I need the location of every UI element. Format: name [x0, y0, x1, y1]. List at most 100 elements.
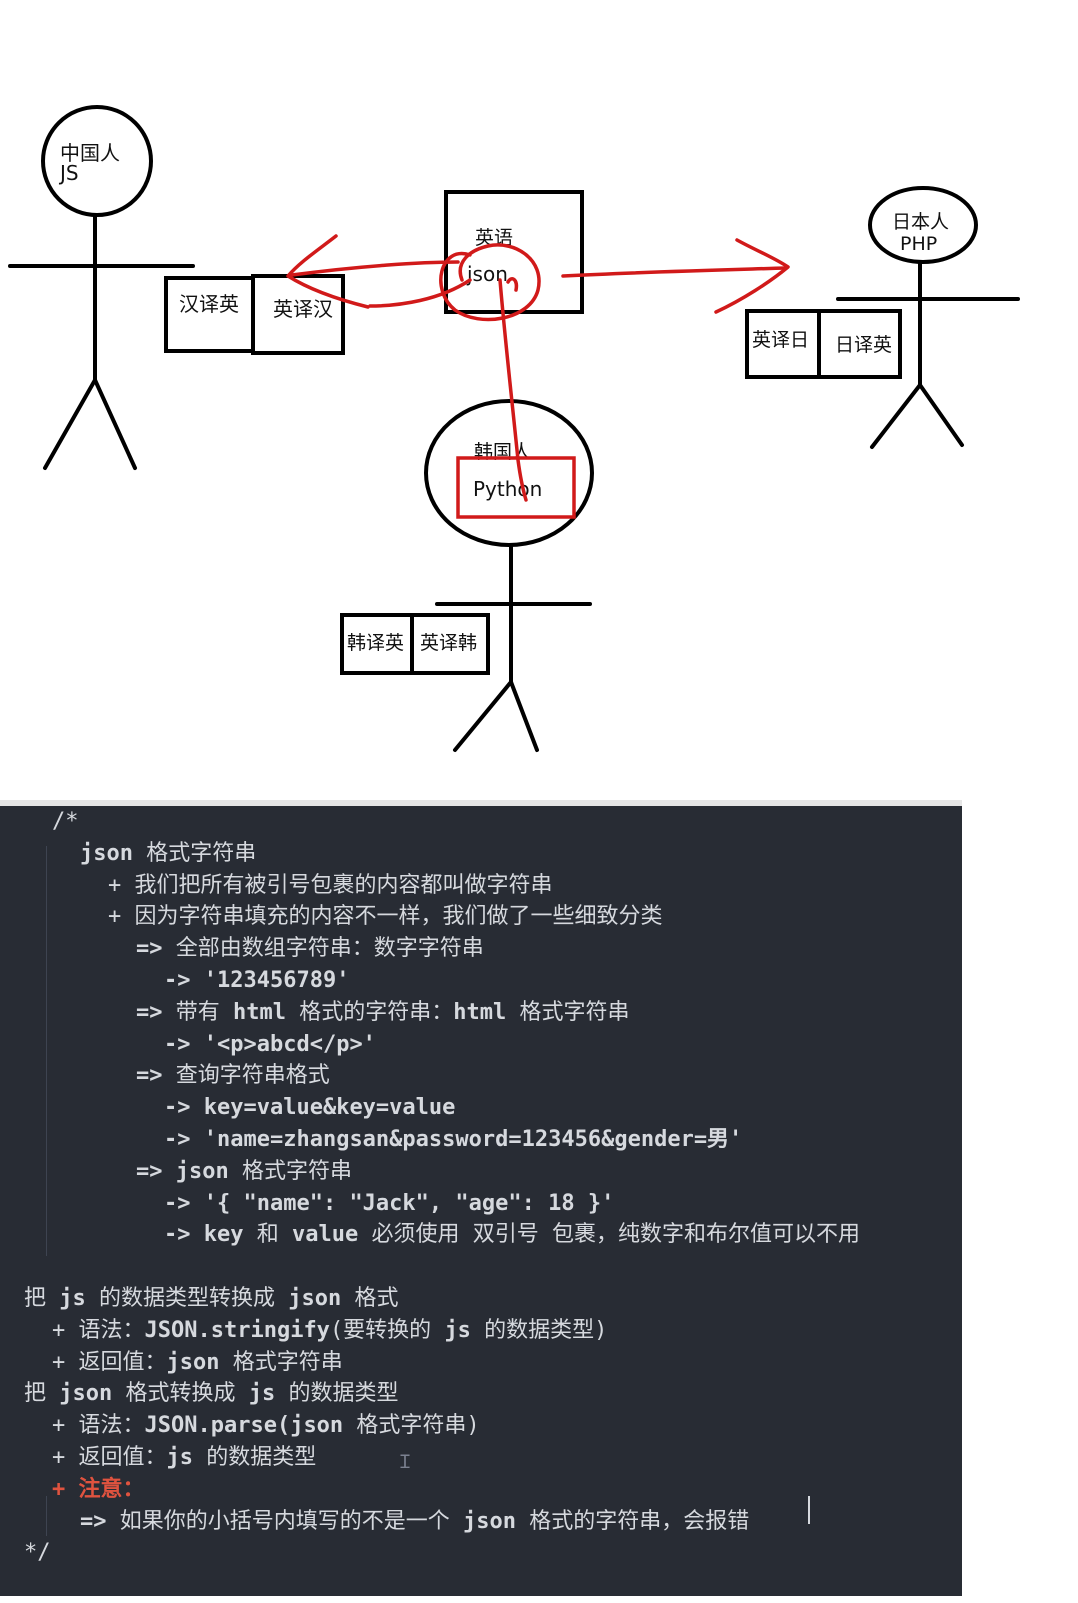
code-line: + 语法：JSON.parse(json 格式字符串) [52, 1410, 480, 1442]
code-line: -> 'name=zhangsan&password=123456&gender… [164, 1124, 742, 1156]
editor-top-strip [0, 800, 962, 808]
code-token: 查询字符串格式 [162, 1063, 330, 1089]
bottom-person-language: Python [473, 477, 542, 501]
code-line: => 带有 html 格式的字符串：html 格式字符串 [136, 997, 629, 1029]
code-token: '123456789' [190, 968, 350, 993]
code-token: 的数据类型 [275, 1381, 399, 1407]
right-box-2-label: 日译英 [835, 334, 892, 356]
code-line: => json 格式字符串 [136, 1156, 352, 1188]
code-token: 格式字符串 [228, 1158, 352, 1184]
code-line: json 格式字符串 [80, 838, 256, 870]
code-line: */ [24, 1537, 51, 1569]
code-token: json [162, 1158, 229, 1184]
code-token: 的数据类型 [193, 1445, 317, 1470]
left-person-label-1: 中国人 [60, 141, 120, 165]
code-token: 'name=zhangsan&password=123456&gender=男' [190, 1127, 743, 1152]
code-token: + 因为字符串填充的内容不一样，我们做了一些细致分类 [108, 904, 663, 930]
code-token: js [248, 1381, 276, 1407]
code-token: -> [164, 1127, 191, 1152]
code-token: js [166, 1445, 194, 1470]
code-token: js [444, 1317, 471, 1343]
code-token: 必须使用 双引号 包裹，纯数字和布尔值可以不用 [358, 1222, 860, 1248]
code-line: => 查询字符串格式 [136, 1060, 330, 1092]
code-line: + 我们把所有被引号包裹的内容都叫做字符串 [108, 870, 553, 902]
code-token: js [59, 1286, 86, 1311]
code-line: -> '123456789' [164, 965, 349, 997]
bottom-translation-boxes: 韩译英 英译韩 [340, 613, 490, 675]
code-token: + 语法： [52, 1317, 145, 1343]
code-line: + 注意： [52, 1474, 145, 1506]
code-token: => [136, 1158, 163, 1184]
code-token: /* [52, 809, 79, 834]
left-person-figure: 中国人 JS [8, 105, 195, 470]
code-token: json [59, 1381, 113, 1407]
code-token: 格式字符串 [132, 840, 257, 866]
code-token: => [136, 936, 163, 962]
left-person-label-2: JS [58, 161, 79, 185]
right-person-label-2: PHP [900, 233, 937, 255]
code-line: + 因为字符串填充的内容不一样，我们做了一些细致分类 [108, 901, 663, 933]
right-person-head [868, 186, 978, 264]
code-line: -> '{ "name": "Jack", "age": 18 }' [164, 1188, 614, 1220]
red-annotations [286, 234, 790, 502]
code-token: => [136, 999, 163, 1025]
code-token: 格式字符串) [343, 1413, 480, 1439]
code-token: json [80, 840, 133, 866]
right-person-figure: 日本人 PHP [836, 186, 1020, 449]
code-token: JSON.parse(json [144, 1413, 344, 1439]
code-line: => 如果你的小括号内填写的不是一个 json 格式的字符串，会报错 [80, 1506, 749, 1538]
code-token: 带有 [162, 999, 233, 1025]
code-token: JSON.stringify [144, 1317, 330, 1343]
code-line: -> key=value&key=value [164, 1092, 455, 1124]
code-line: -> key 和 value 必须使用 双引号 包裹，纯数字和布尔值可以不用 [164, 1219, 860, 1251]
code-token: json [288, 1286, 342, 1311]
code-token: html [453, 999, 507, 1025]
code-token: -> [164, 968, 191, 993]
left-translation-boxes: 汉译英 英译汉 [164, 274, 345, 355]
left-box-2-label: 英译汉 [273, 297, 333, 321]
code-token: 格式转换成 [112, 1381, 249, 1407]
code-token: 把 [24, 1381, 60, 1407]
code-token: => [136, 1063, 163, 1089]
bottom-box-2-label: 英译韩 [420, 632, 477, 654]
code-token: + 返回值： [52, 1349, 167, 1375]
code-token: 格式的字符串，会报错 [515, 1508, 750, 1534]
bottom-person-head [424, 399, 594, 547]
bottom-person-figure: 韩国人 Python [424, 399, 594, 752]
code-editor[interactable]: /*json 格式字符串+ 我们把所有被引号包裹的内容都叫做字符串+ 因为字符串… [0, 806, 962, 1596]
center-box-label-1: 英语 [475, 227, 513, 249]
code-token: + 注意： [52, 1476, 145, 1502]
bottom-box-1-label: 韩译英 [347, 632, 404, 654]
code-line: + 返回值：json 格式字符串 [52, 1347, 343, 1379]
code-token: -> [164, 1095, 191, 1121]
code-token: 如果你的小括号内填写的不是一个 [106, 1508, 463, 1534]
code-token: + 语法： [52, 1413, 145, 1439]
code-token: 格式 [341, 1286, 399, 1311]
code-token: 的数据类型) [470, 1317, 608, 1343]
indent-guide [46, 846, 47, 1256]
right-translation-boxes: 英译日 日译英 [745, 309, 902, 379]
center-box: 英语 json [444, 190, 584, 314]
code-token: key=value&key=value [190, 1095, 456, 1121]
code-token: 和 [243, 1222, 292, 1248]
code-token: html [233, 999, 286, 1025]
code-token: '<p>abcd</p>' [190, 1031, 376, 1057]
translation-diagram: .blk { stroke:#000; stroke-width:4; fill… [8, 105, 1020, 752]
code-token: 格式字符串 [506, 999, 630, 1025]
code-token: -> [164, 1190, 191, 1216]
code-token: 的数据类型转换成 [85, 1286, 289, 1311]
code-token: + 返回值： [52, 1445, 167, 1470]
code-line: 把 json 格式转换成 js 的数据类型 [24, 1378, 398, 1410]
code-token: => [80, 1508, 107, 1534]
code-line: => 全部由数组字符串：数字字符串 [136, 933, 484, 965]
code-token: key [190, 1222, 244, 1248]
code-token: 格式的字符串： [285, 999, 454, 1025]
code-token: 全部由数组字符串：数字字符串 [162, 936, 484, 962]
code-token: + 我们把所有被引号包裹的内容都叫做字符串 [108, 872, 553, 898]
code-token: (要转换的 [329, 1317, 445, 1343]
code-token: 把 [24, 1286, 60, 1311]
right-person-label-1: 日本人 [892, 211, 949, 233]
code-token: '{ "name": "Jack", "age": 18 }' [190, 1190, 615, 1216]
code-line: -> '<p>abcd</p>' [164, 1029, 376, 1061]
indent-guide [46, 1496, 47, 1536]
